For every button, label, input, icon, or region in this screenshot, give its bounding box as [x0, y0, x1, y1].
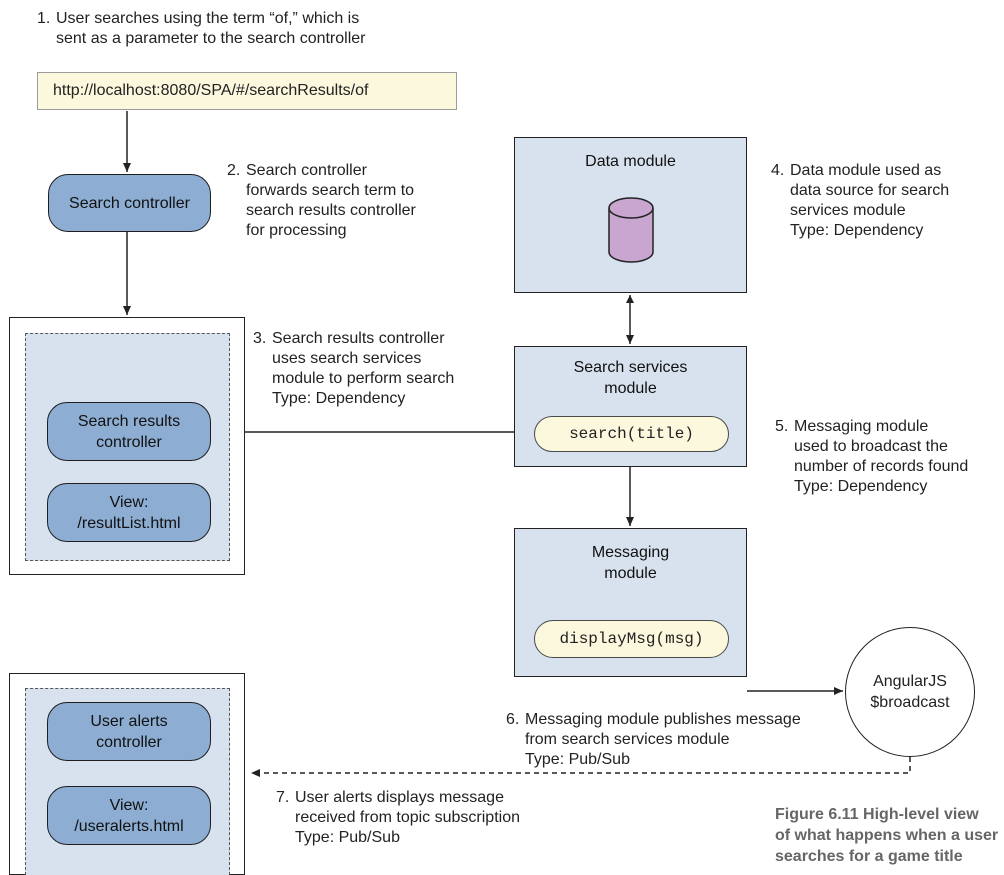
data-module-title: Data module	[585, 153, 676, 170]
note-1: 1. User searches using the term “of,” wh…	[37, 9, 366, 49]
messaging-title: module	[604, 565, 657, 582]
data-module: Data module	[514, 137, 747, 293]
note-4: 4. Data module used as data source for s…	[771, 161, 949, 241]
display-msg-label: displayMsg(msg)	[559, 630, 704, 648]
pill-line: View:	[109, 493, 149, 511]
angularjs-broadcast-circle: AngularJS $broadcast	[845, 627, 975, 757]
note-line: search results controller	[246, 202, 416, 219]
pill-line: /resultList.html	[77, 514, 181, 532]
note-line: sent as a parameter to the search contro…	[56, 30, 366, 47]
user-alerts-view-pill: View: /useralerts.html	[47, 786, 211, 845]
note-line: Type: Pub/Sub	[295, 829, 400, 846]
note-line: Messaging module publishes message	[525, 711, 801, 728]
note-line: uses search services	[272, 350, 422, 367]
search-controller-label: Search controller	[69, 194, 190, 212]
note-number: 1.	[37, 10, 51, 27]
pill-line: /useralerts.html	[74, 817, 184, 835]
display-msg-method-pill: displayMsg(msg)	[534, 620, 729, 658]
note-number: 7.	[276, 789, 290, 806]
note-2: 2. Search controller forwards search ter…	[227, 161, 416, 241]
search-services-title: module	[604, 380, 657, 397]
note-line: Type: Dependency	[272, 390, 406, 407]
pill-line: User alerts	[90, 712, 168, 730]
note-number: 5.	[775, 418, 789, 435]
pill-line: controller	[96, 433, 162, 451]
search-method-pill: search(title)	[534, 416, 729, 452]
search-results-controller-pill: Search results controller	[47, 402, 211, 461]
note-line: for processing	[246, 222, 347, 239]
note-line: Search results controller	[272, 330, 445, 347]
url-box: http://localhost:8080/SPA/#/searchResult…	[37, 72, 457, 110]
note-line: services module	[790, 202, 906, 219]
pill-line: controller	[96, 733, 162, 751]
user-alerts-controller-pill: User alerts controller	[47, 702, 211, 761]
note-line: Messaging module	[794, 418, 929, 435]
search-controller-pill: Search controller	[48, 174, 211, 232]
pill-line: View:	[109, 796, 149, 814]
note-line: Data module used as	[790, 162, 942, 179]
caption-line: of what happens when a user	[775, 827, 999, 844]
broadcast-line: AngularJS	[873, 673, 947, 690]
note-line: Type: Dependency	[790, 222, 924, 239]
messaging-title: Messaging	[591, 544, 670, 561]
note-line: data source for search	[790, 182, 950, 199]
note-line: Type: Pub/Sub	[525, 751, 630, 768]
note-line: module to perform search	[272, 370, 455, 387]
note-line: User alerts displays message	[295, 789, 504, 806]
note-3: 3. Search results controller uses search…	[253, 329, 454, 409]
caption-line: searches for a game title	[775, 848, 963, 865]
broadcast-line: $broadcast	[870, 694, 950, 711]
note-line: used to broadcast the	[794, 438, 948, 455]
note-number: 6.	[506, 711, 520, 728]
figure-caption: Figure 6.11 High-level view of what happ…	[775, 804, 998, 867]
search-method-label: search(title)	[569, 425, 694, 443]
note-line: User searches using the term “of,” which…	[56, 10, 360, 27]
database-icon	[608, 197, 654, 263]
result-list-view-pill: View: /resultList.html	[47, 483, 211, 542]
note-line: Search controller	[246, 162, 367, 179]
note-line: forwards search term to	[246, 182, 415, 199]
note-line: from search services module	[525, 731, 730, 748]
note-line: received from topic subscription	[295, 809, 520, 826]
note-line: number of records found	[794, 458, 969, 475]
note-number: 4.	[771, 162, 785, 179]
note-7: 7. User alerts displays message received…	[276, 788, 520, 848]
note-5: 5. Messaging module used to broadcast th…	[775, 417, 968, 497]
caption-line: Figure 6.11 High-level view	[775, 806, 979, 823]
note-number: 3.	[253, 330, 267, 347]
note-number: 2.	[227, 162, 241, 179]
pill-line: Search results	[77, 412, 181, 430]
note-line: Type: Dependency	[794, 478, 928, 495]
search-services-title: Search services	[573, 359, 688, 376]
note-6: 6. Messaging module publishes message fr…	[506, 710, 801, 770]
